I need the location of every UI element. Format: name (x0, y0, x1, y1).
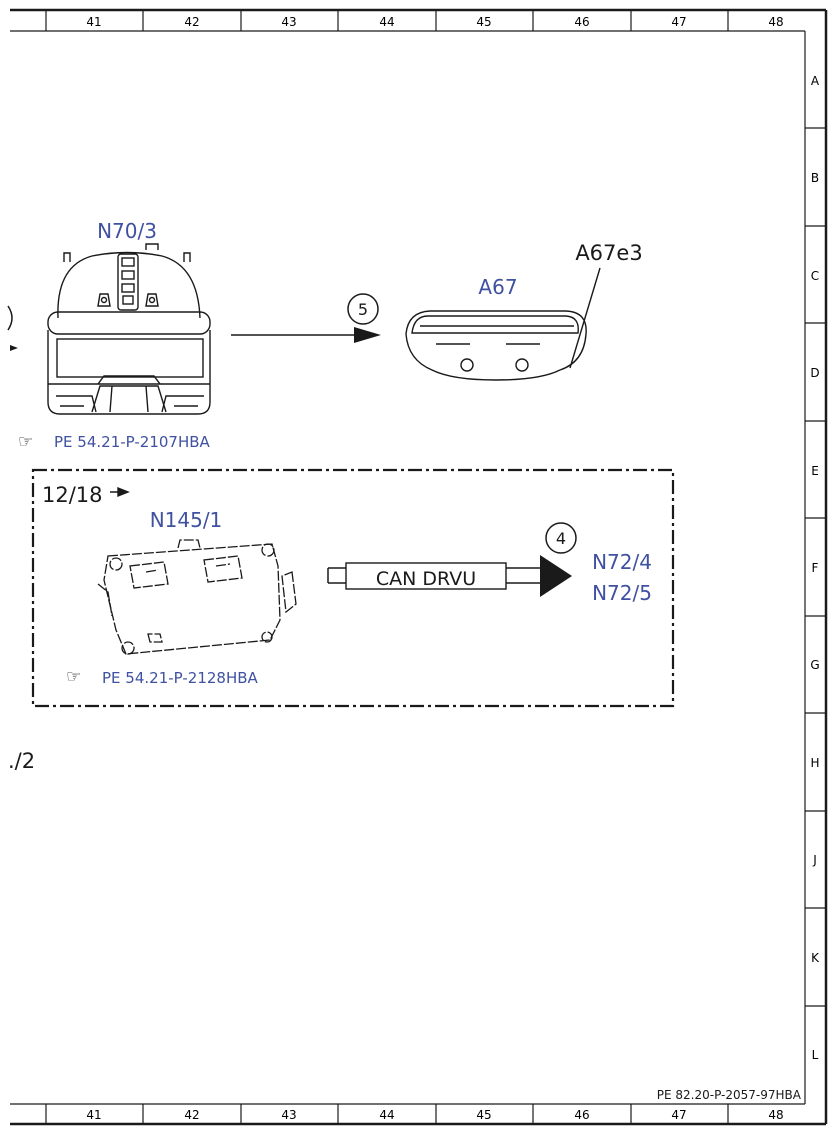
n145-1-section-box (31, 468, 675, 708)
col-label: 45 (476, 15, 491, 29)
connection-5-number: 5 (358, 300, 368, 319)
col-label: 46 (574, 15, 589, 29)
a67-light-unit (405, 267, 601, 381)
col-label: 44 (379, 15, 394, 29)
target-n72-4: N72/4 (592, 550, 652, 574)
n145-1-control-unit (97, 539, 297, 655)
col-label: 47 (671, 1108, 686, 1122)
bottom-column-dividers (45, 1104, 729, 1124)
can-drvu-arrowhead (540, 555, 572, 597)
row-label: G (810, 658, 819, 672)
row-label: F (812, 561, 819, 575)
row-label: J (812, 853, 817, 867)
col-label: 42 (184, 1108, 199, 1122)
col-label: 45 (476, 1108, 491, 1122)
connection-4-number-circle (545, 522, 577, 554)
col-label: 48 (768, 15, 783, 29)
row-label: C (811, 269, 819, 283)
col-label: 43 (281, 1108, 296, 1122)
row-label: A (811, 74, 820, 88)
col-label: 46 (574, 1108, 589, 1122)
row-label: D (810, 366, 819, 380)
pointing-hand-icon: ☞ (66, 667, 81, 687)
row-label: H (810, 756, 819, 770)
n145-1-label: N145/1 (150, 508, 223, 532)
page-ref-left: ./2 (8, 749, 35, 773)
connection-4-number: 4 (556, 529, 566, 548)
row-label: E (811, 464, 819, 478)
n70-3-label: N70/3 (97, 219, 157, 243)
can-drvu-label-box (345, 562, 507, 590)
col-label: 47 (671, 15, 686, 29)
col-label: 43 (281, 15, 296, 29)
bottom-column-labels: 41 42 43 44 45 46 47 48 (86, 1108, 783, 1122)
can-drvu-bus (327, 555, 572, 597)
row-label: K (811, 951, 820, 965)
target-n72-5: N72/5 (592, 581, 652, 605)
top-column-dividers (45, 10, 729, 31)
left-small-arrow (10, 345, 18, 351)
col-label: 41 (86, 1108, 101, 1122)
top-column-labels: 41 42 43 44 45 46 47 48 (86, 15, 783, 29)
sheet-ref-box: 12/18 (42, 483, 103, 507)
left-connector-arc (7, 305, 13, 331)
row-label: L (812, 1048, 819, 1062)
n70-3-overhead-control-unit (47, 243, 211, 415)
footer-doc-id: PE 82.20-P-2057-97HBA (657, 1088, 802, 1102)
col-label: 42 (184, 15, 199, 29)
n70-3-ref: PE 54.21-P-2107HBA (54, 433, 211, 451)
col-label: 48 (768, 1108, 783, 1122)
a67e3-label: A67e3 (575, 241, 642, 265)
right-row-dividers (805, 127, 826, 1007)
can-drvu-label: CAN DRVU (376, 568, 476, 590)
a67-label: A67 (478, 275, 517, 299)
row-labels: A B C D E F G H J K L (810, 74, 820, 1062)
connection-5-arrowhead (354, 327, 381, 343)
col-label: 41 (86, 15, 101, 29)
sheet-ref-arrow (110, 486, 130, 498)
n145-1-ref: PE 54.21-P-2128HBA (102, 669, 259, 687)
row-label: B (811, 171, 819, 185)
connection-5-number-circle (347, 293, 379, 325)
pointing-hand-icon: ☞ (18, 432, 33, 452)
col-label: 44 (379, 1108, 394, 1122)
